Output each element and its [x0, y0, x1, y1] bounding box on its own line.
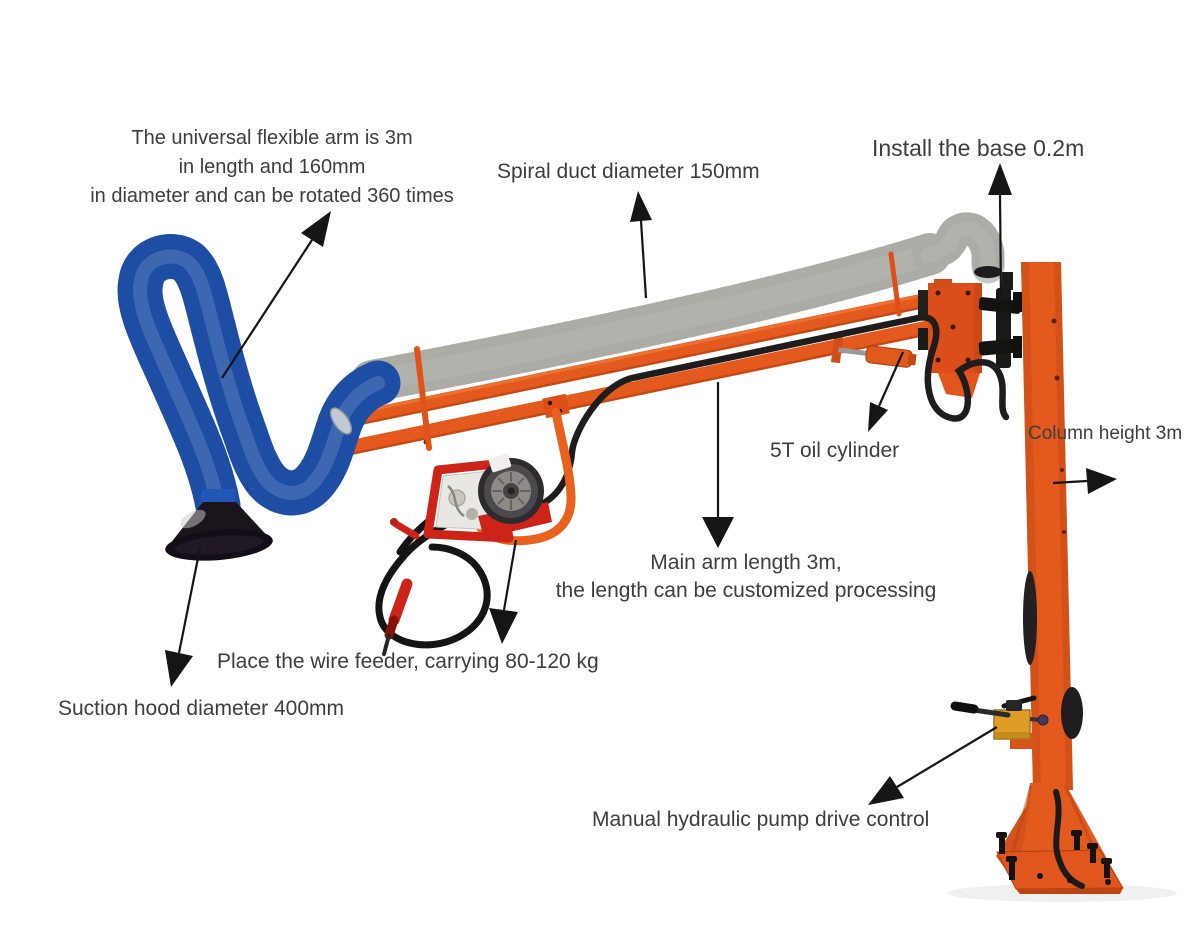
arrow-oil-cylinder: [868, 351, 905, 432]
anchor-bolts: [996, 830, 1112, 885]
duct-straps: [414, 251, 902, 451]
hanger-bracket: [542, 393, 570, 419]
torch-cable: [375, 510, 491, 649]
label-line: The universal flexible arm is 3m: [131, 127, 413, 149]
arrow-wire-feeder: [489, 539, 518, 644]
spiral-duct: [351, 212, 1005, 402]
cable-on-column: [1023, 571, 1037, 665]
arrow-suction-hood: [165, 547, 202, 687]
reel-disc: [1061, 687, 1083, 739]
arrow-flexible-arm: [221, 211, 331, 379]
label-suction-hood: Suction hood diameter 400mm: [58, 697, 344, 720]
annotation-arrows: [165, 163, 1117, 805]
hose-clamp: [329, 407, 353, 435]
main-arm: [326, 291, 935, 458]
welding-torch: [382, 578, 413, 656]
arrow-hydraulic-pump: [868, 726, 998, 805]
wire-feeder: [375, 407, 576, 656]
suction-hood: [165, 489, 273, 561]
arrow-spiral-duct: [630, 191, 652, 299]
wire-spool: [478, 453, 544, 524]
label-wire-feeder: Place the wire feeder, carrying 80-120 k…: [217, 650, 599, 673]
column: [1021, 262, 1073, 790]
label-install-base: Install the base 0.2m: [872, 135, 1085, 161]
oil-cylinder: [831, 336, 917, 368]
base-plate: [947, 783, 1177, 902]
arrow-column-height: [1052, 468, 1117, 494]
arrow-main-arm: [702, 382, 734, 548]
duct-end-bend: [911, 212, 1005, 284]
label-line: in length and 160mm: [178, 156, 366, 178]
hinge-linkage: [978, 272, 1022, 368]
label-main-arm: Main arm length 3m, the length can be cu…: [530, 549, 962, 605]
arrow-install-base: [988, 163, 1012, 299]
label-line: in diameter and can be rotated 360 times: [90, 185, 454, 207]
manual-hydraulic-pump: [950, 695, 1049, 749]
label-spiral-duct: Spiral duct diameter 150mm: [497, 160, 760, 183]
label-line: Main arm length 3m,: [650, 551, 842, 574]
flexible-hose: [117, 234, 401, 529]
label-oil-cylinder: 5T oil cylinder: [770, 439, 900, 462]
label-flexible-arm: The universal flexible arm is 3m in leng…: [52, 124, 492, 211]
label-column-height: Column height 3m: [1028, 423, 1183, 444]
label-hydraulic-pump: Manual hydraulic pump drive control: [592, 808, 930, 831]
cable-loops: [531, 314, 1010, 511]
label-line: the length can be customized processing: [555, 579, 937, 602]
